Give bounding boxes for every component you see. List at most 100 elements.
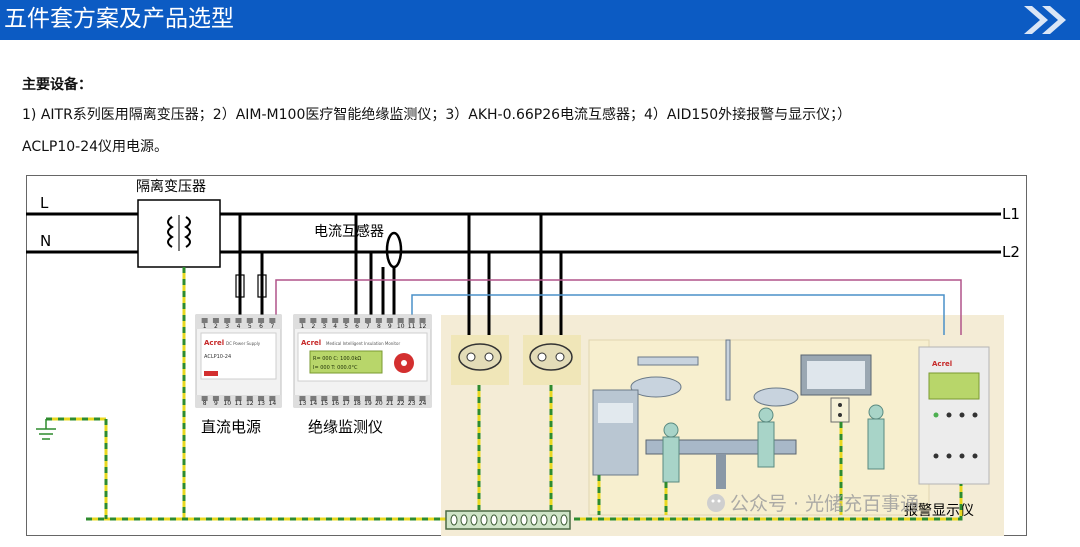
- terminal-screw: [386, 396, 393, 401]
- monitor-label: 绝缘监测仪: [308, 418, 383, 436]
- busbar-terminal: [560, 514, 568, 526]
- terminal-screw: [269, 396, 276, 401]
- terminal-screw: [419, 318, 426, 323]
- terminal-number: 7: [366, 323, 370, 330]
- busbar-terminal: [540, 514, 548, 526]
- terminal-number: 17: [342, 400, 350, 407]
- alarm-display-unit: Acrel: [918, 346, 990, 485]
- terminal-screw: [354, 318, 361, 323]
- terminal-screw: [332, 318, 339, 323]
- terminal-number: 10: [223, 400, 231, 407]
- terminal-screw: [408, 318, 415, 323]
- terminal-number: 11: [408, 323, 416, 330]
- terminal-screw: [310, 318, 317, 323]
- terminal-screw: [408, 396, 415, 401]
- terminal-number: 10: [397, 323, 405, 330]
- terminal-number: 7: [270, 323, 274, 330]
- terminal-number: 1: [301, 323, 305, 330]
- medical-monitor-screen: [800, 354, 872, 396]
- double-chevron-right-icon[interactable]: [1018, 4, 1074, 36]
- dc-power-model: ACLP10-24: [204, 354, 231, 360]
- terminal-screw: [343, 318, 350, 323]
- phase-l-label: L: [40, 194, 49, 212]
- terminal-number: 4: [237, 323, 241, 330]
- monitor-lcd-line-2: I= 000 T: 000.0°C: [313, 365, 358, 371]
- monitor-subtitle: Medical Intelligent Insulation Monitor: [326, 341, 400, 346]
- equipment-heading: 主要设备：: [22, 77, 92, 93]
- terminal-number: 5: [248, 323, 252, 330]
- alarm-brand: Acrel: [932, 360, 952, 368]
- transformer-label: 隔离变压器: [136, 178, 206, 195]
- ct-label: 电流互感器: [314, 223, 384, 240]
- terminal-number: 14: [269, 400, 277, 407]
- terminal-screw: [375, 318, 382, 323]
- terminal-number: 6: [259, 323, 263, 330]
- terminal-screw: [201, 318, 208, 323]
- terminal-screw: [212, 318, 219, 323]
- terminal-number: 21: [386, 400, 394, 407]
- watermark-text: 公众号 · 光储充百事通: [730, 493, 919, 515]
- monitor-lcd-line-1: R= 000 C: 100.0kΩ: [313, 356, 361, 362]
- terminal-number: 22: [397, 400, 405, 407]
- phase-n-label: N: [40, 232, 51, 250]
- terminal-number: 8: [203, 400, 207, 407]
- terminal-number: 8: [377, 323, 381, 330]
- terminal-number: 20: [375, 400, 383, 407]
- terminal-number: 3: [225, 323, 229, 330]
- terminal-number: 11: [235, 400, 243, 407]
- dc-power-subtitle: DC Power Supply: [226, 341, 261, 346]
- busbar-terminal: [450, 514, 458, 526]
- terminal-number: 9: [388, 323, 392, 330]
- terminal-number: 13: [257, 400, 265, 407]
- terminal-number: 16: [331, 400, 339, 407]
- busbar-terminal: [530, 514, 538, 526]
- ground-wires: [46, 267, 963, 521]
- terminal-screw: [224, 318, 231, 323]
- bus-l2-label: L2: [1002, 243, 1020, 261]
- terminal-screw: [354, 396, 361, 401]
- wiring-diagram: L N L1 L2 隔离变压器 电流互感器 Acrel DC Power Sup…: [26, 175, 1027, 536]
- terminal-screw: [364, 318, 371, 323]
- terminal-number: 2: [214, 323, 218, 330]
- monitor-brand: Acrel: [301, 339, 321, 347]
- terminal-number: 2: [311, 323, 315, 330]
- terminal-number: 3: [322, 323, 326, 330]
- page-title: 五件套方案及产品选型: [4, 6, 234, 32]
- surgical-lamp: [630, 339, 799, 407]
- terminal-screw: [224, 396, 231, 401]
- terminal-screw: [246, 318, 253, 323]
- terminal-number: 12: [419, 323, 427, 330]
- wechat-icon: [707, 494, 725, 512]
- terminal-screw: [310, 396, 317, 401]
- terminal-screw: [419, 396, 426, 401]
- terminal-screw: [269, 318, 276, 323]
- terminal-screw: [299, 318, 306, 323]
- busbar-terminal: [480, 514, 488, 526]
- surgeon-figures: [662, 404, 885, 483]
- terminal-screw: [397, 318, 404, 323]
- terminal-number: 14: [310, 400, 318, 407]
- equipment-list-line-1: 1) AITR系列医用隔离变压器；2）AIM-M100医疗智能绝缘监测仪；3）A…: [22, 107, 852, 123]
- anesthesia-machine: [592, 389, 639, 476]
- terminal-number: 18: [353, 400, 361, 407]
- terminal-number: 23: [408, 400, 416, 407]
- wall-socket-icon: [830, 397, 850, 423]
- terminal-number: 9: [214, 400, 218, 407]
- header-banner: 五件套方案及产品选型: [0, 0, 1080, 40]
- alarm-label: 报警显示仪: [904, 503, 974, 519]
- signal-wire-blue: [411, 294, 945, 335]
- ground-busbar: [445, 510, 571, 530]
- signal-wire-pink: [275, 279, 962, 335]
- busbar-terminal: [510, 514, 518, 526]
- terminal-screw: [212, 396, 219, 401]
- equipment-list-line-2: ACLP10-24仪用电源。: [22, 139, 169, 155]
- bus-l1-label: L1: [1002, 205, 1020, 223]
- alarm-lcd: [928, 372, 980, 400]
- busbar-terminal: [460, 514, 468, 526]
- terminal-screw: [299, 396, 306, 401]
- terminal-screw: [235, 396, 242, 401]
- terminal-number: 19: [364, 400, 372, 407]
